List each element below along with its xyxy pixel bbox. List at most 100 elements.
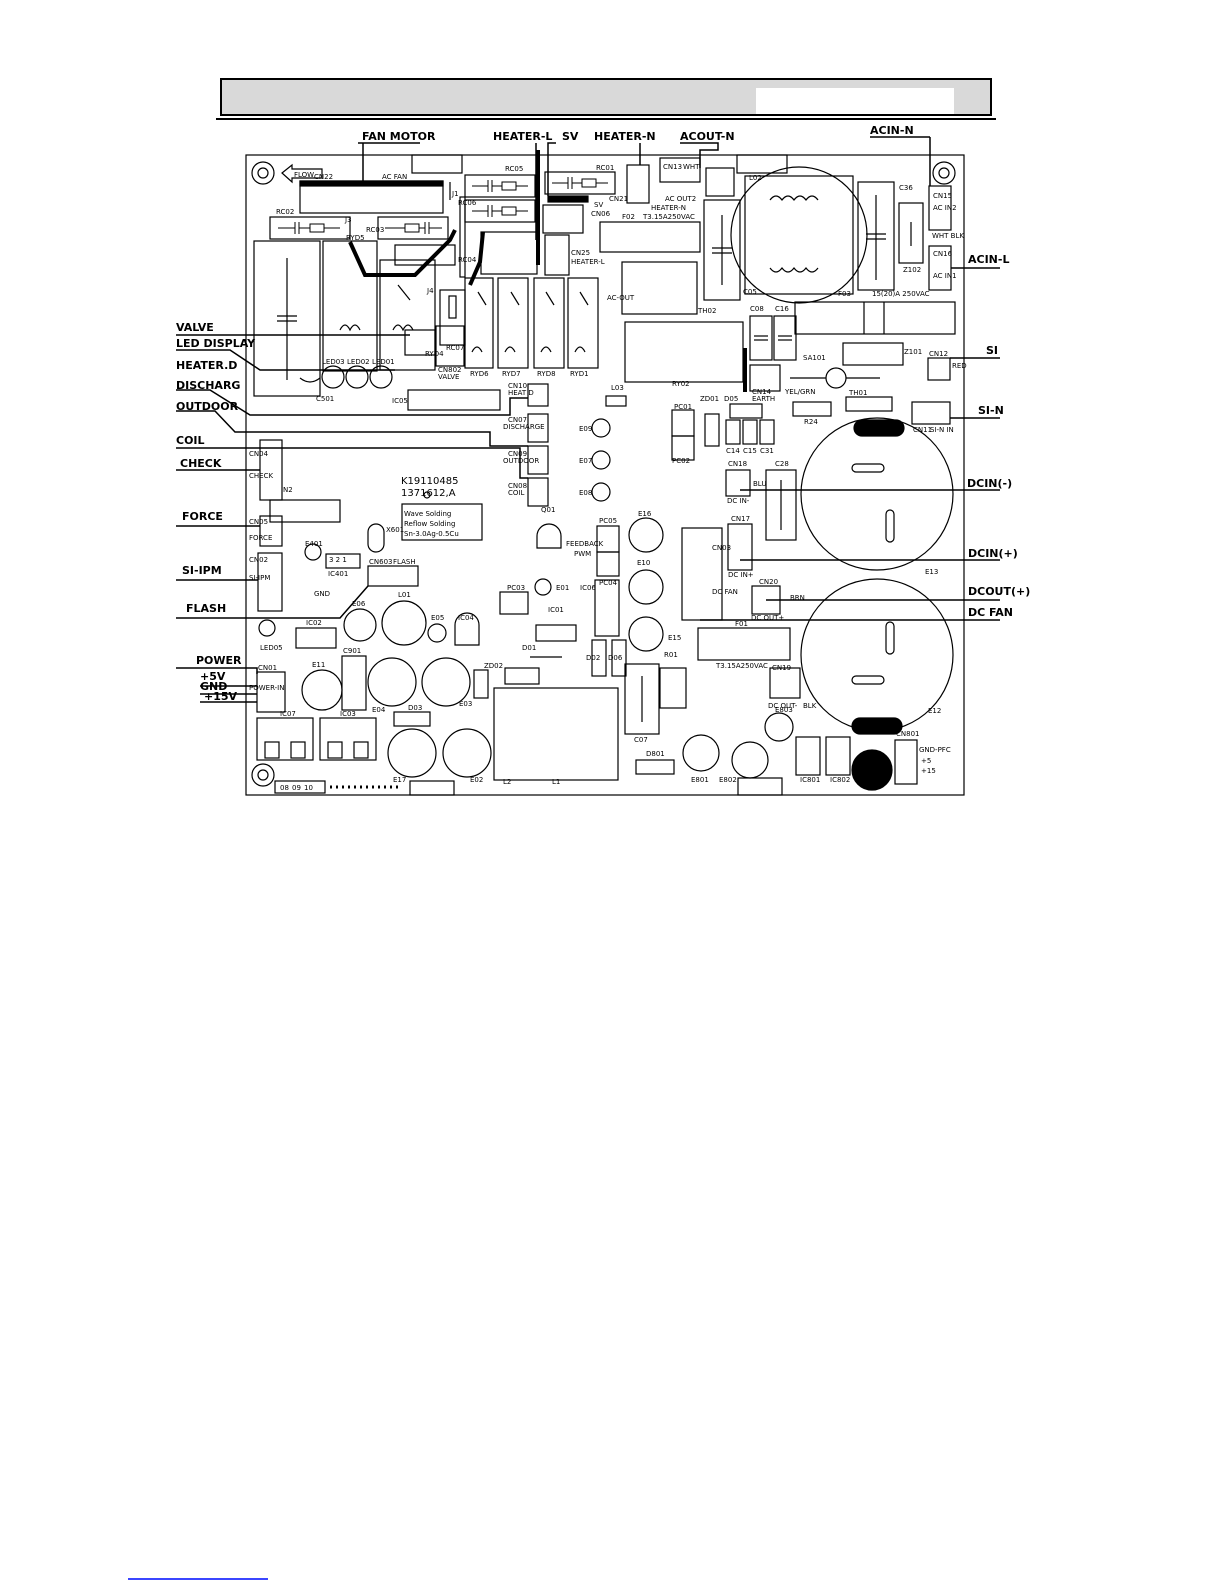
silk-j4: J4 [426,287,434,295]
silk-l03: L03 [611,384,624,392]
silk-brn: BRN [790,594,805,602]
silk-r01: R01 [664,651,678,659]
silk-cn17: CN17 [731,515,750,523]
silk-10: 10 [304,784,313,792]
header-blank-box [756,88,954,114]
silk-cn15: CN15 [933,192,952,200]
mount-hole [251,161,275,185]
silk-part-no: K19110485 [401,476,458,487]
silk-cn04: CN04 [249,450,269,458]
silk-e08: E08 [579,489,592,497]
silk-e802: E802 [719,776,737,784]
silk-ryd7: RYD7 [502,370,521,378]
silk-pc01: PC01 [674,403,692,411]
silk-rc06: RC06 [458,199,477,207]
silk-ryd1: RYD1 [570,370,589,378]
silk-z101: Z101 [904,348,922,356]
silk-cn09: CN09 [508,450,527,458]
silk-e17: E17 [393,776,406,784]
silk-pc02: PC02 [672,457,690,465]
silk-j1: J1 [451,190,459,198]
silk-ac-fan: AC FAN [382,173,407,181]
pcb-outline [245,154,965,796]
silk-ac-out2: AC OUT2 [665,195,696,203]
silk-power-in: POWER-IN [249,684,284,692]
silk-zd02: ZD02 [484,662,503,670]
silk-rev: 1371612,A [401,488,456,499]
silk-e16: E16 [638,510,652,518]
silk-e803: E803 [775,706,793,714]
silk-ic01: IC01 [548,606,564,614]
ryd8 [533,277,565,369]
silk-pc03: PC03 [507,584,525,592]
silk-f01: F01 [735,620,748,628]
label-dcin-plus: DCIN(+) [968,547,1018,560]
silk-cn14: CN14 [752,388,772,396]
silk-ic401: IC401 [328,570,348,578]
silk-c05: C05 [743,288,757,296]
flow-arrow [281,163,323,184]
silk-ic05: IC05 [392,397,408,405]
label-sv: SV [562,130,579,143]
ryd7 [497,277,529,369]
silk-cn11: CN11 [913,426,932,434]
silk-outdoor: OUTDOOR [503,457,539,465]
silk-heater-l: HEATER-L [571,258,605,266]
silk-d05: D05 [724,395,738,403]
label-heater-n: HEATER-N [594,130,656,143]
silk-c28: C28 [775,460,789,468]
silk-dc-fan: DC FAN [712,588,738,596]
silk-heat-d: HEAT D [508,389,534,397]
label-plus5v: +5V [200,670,226,683]
silk-dc-out-plus: DC OUT+ [751,614,784,622]
silk-c36: C36 [899,184,913,192]
silk-c501: C501 [316,395,334,403]
ryd6 [464,277,494,369]
silk-led03: LED03 [322,358,345,366]
silk-z102: Z102 [903,266,921,274]
label-acin-n: ACIN-N [870,124,914,137]
silk-solder3: Sn-3.0Ag-0.5Cu [404,530,459,538]
silk-blk: BLK [803,702,817,710]
silk-cn03: CN03 [712,544,731,552]
label-heater-l: HEATER-L [493,130,552,143]
silk-cn20: CN20 [759,578,778,586]
silk-rc04: RC04 [458,256,477,264]
silk-d03: D03 [408,704,422,712]
silk-cn18: CN18 [728,460,747,468]
silk-ryd6: RYD6 [470,370,489,378]
silk-cn25: CN25 [571,249,590,257]
label-valve: VALVE [176,321,214,334]
silk-e401: E401 [305,540,323,548]
silk-rc02: RC02 [276,208,294,216]
silk-j3: J3 [344,216,352,224]
label-dcin-minus: DCIN(-) [967,477,1012,490]
silk-discharge: DISCHARGE [503,423,545,431]
silk-d02: D02 [586,654,600,662]
silk-f01-rating: T3.15A250VAC [715,662,768,670]
label-acout-n: ACOUT-N [680,130,735,143]
silk-e801: E801 [691,776,709,784]
silk-si-n-in: SI-N IN [930,426,954,434]
silk-e12: E12 [928,707,941,715]
mount-hole [251,763,275,787]
silk-09: 09 [292,784,301,792]
silk-solder1: Wave Solding [404,510,451,518]
silk-x601: X601 [386,526,404,534]
silk-led01: LED01 [372,358,395,366]
silk-pins: 3 2 1 [329,556,347,564]
silk-cn12-red: RED [952,362,967,370]
silk-c08: C08 [750,305,764,313]
silk-cn603: CN603 [369,558,393,566]
led01 [369,365,393,389]
silk-sa101: SA101 [803,354,826,362]
silk-d01: D01 [522,644,536,652]
silk-f02-rating: T3.15A250VAC [642,213,695,221]
silk-e05: E05 [431,614,444,622]
silk-th02: TH02 [697,307,716,315]
silk-wht-blk: WHT BLK [932,232,964,240]
silk-l2: L2 [503,778,511,786]
silk-d801: D801 [646,750,665,758]
silk-cn19: CN19 [772,664,791,672]
